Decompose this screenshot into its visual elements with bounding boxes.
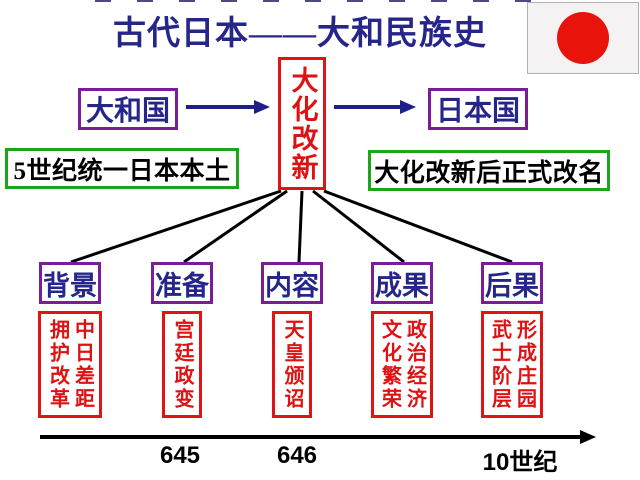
detail-box-content: 天皇颁诏	[272, 311, 312, 418]
detail-col: 天皇颁诏	[281, 318, 303, 411]
branch-box-preparation: 准备	[151, 262, 213, 304]
branch-box-aftermath: 后果	[481, 262, 543, 304]
timeline-label-645: 645	[159, 442, 201, 469]
detail-col: 形成庄园	[513, 318, 536, 411]
detail-box-achievement: 政治经济 文化繁荣	[371, 311, 433, 418]
detail-col: 中日差距	[71, 318, 94, 411]
timeline-label-10th-century: 10世纪	[482, 449, 558, 476]
detail-col: 拥护改革	[46, 318, 69, 411]
detail-box-preparation: 宫廷政变	[162, 311, 202, 418]
page-title: 古代日本——大和民族史	[113, 16, 487, 52]
detail-col: 文化繁荣	[378, 318, 401, 411]
node-yamato-kingdom: 大和国	[78, 88, 178, 130]
note-unification: 5世纪统一日本本土	[5, 148, 239, 189]
branch-box-achievement: 成果	[371, 262, 433, 304]
taika-reform-vertical-text: 大化改新	[287, 65, 318, 182]
detail-box-aftermath: 形成庄园 武士阶层	[481, 311, 543, 418]
branch-box-background: 背景	[39, 262, 101, 304]
branch-box-content: 内容	[261, 262, 323, 304]
fan-lines	[70, 189, 513, 264]
detail-col: 武士阶层	[488, 318, 511, 411]
sun-disc-icon	[557, 12, 609, 64]
node-taika-reform: 大化改新	[278, 57, 326, 190]
note-rename: 大化改新后正式改名	[368, 150, 610, 191]
arrow-yamato-to-taika	[186, 100, 270, 114]
timeline-label-646: 646	[276, 442, 318, 469]
detail-box-background: 中日差距 拥护改革	[38, 311, 102, 418]
japan-flag-icon	[527, 2, 639, 74]
clipped-edge-artifact	[95, 0, 547, 2]
detail-col: 宫廷政变	[171, 318, 193, 411]
node-japan-state: 日本国	[428, 88, 528, 130]
detail-col: 政治经济	[403, 318, 426, 411]
arrow-taika-to-japan	[334, 100, 416, 114]
